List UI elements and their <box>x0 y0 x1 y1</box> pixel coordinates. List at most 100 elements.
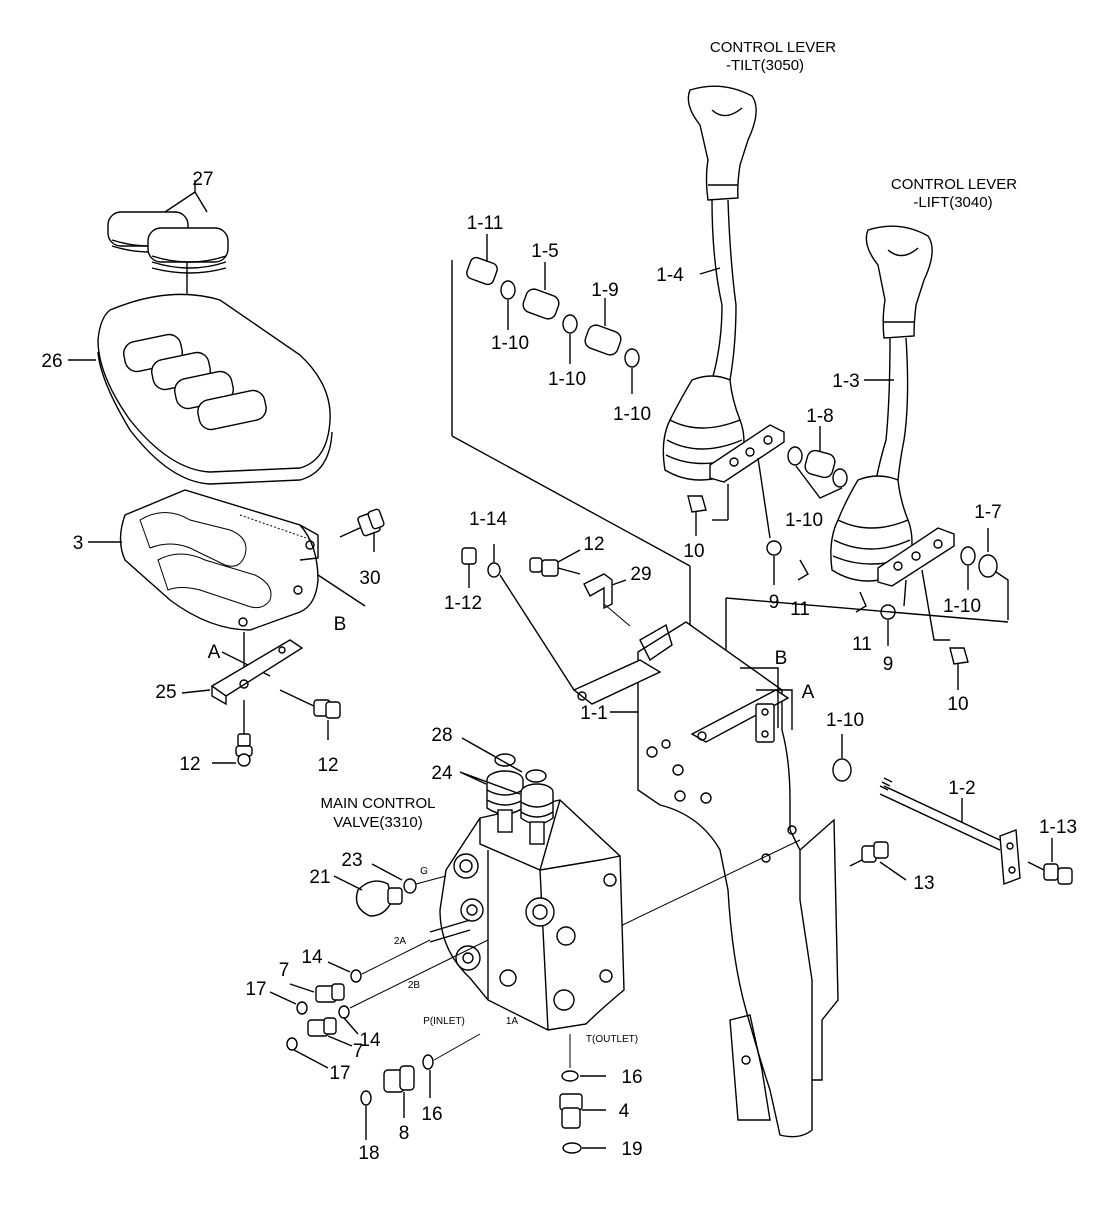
view-ref-b-left: B <box>334 614 347 635</box>
callout-29: 29 <box>630 564 651 585</box>
part-1-8-collar <box>804 449 836 479</box>
part-8-fitting <box>383 1065 415 1093</box>
port-1a-label: 1A <box>506 1016 519 1027</box>
part-28-seal-a <box>494 753 516 767</box>
callout-16-b: 16 <box>621 1067 642 1088</box>
callout-1-11: 1-11 <box>467 213 504 234</box>
callout-1-10-c: 1-10 <box>613 404 651 425</box>
callout-10-tilt: 10 <box>683 541 704 562</box>
part-1-10-washer-d <box>787 446 803 466</box>
part-28-seal-b <box>525 769 547 783</box>
callout-8: 8 <box>399 1123 410 1144</box>
part-3-base-plate <box>119 489 319 631</box>
part-14-o-ring-b <box>338 1005 350 1019</box>
mcv-caption-line1: MAIN CONTROL <box>320 795 435 812</box>
part-14-o-ring-a <box>350 969 362 983</box>
callout-30: 30 <box>359 568 380 589</box>
callout-7-b: 7 <box>353 1041 364 1062</box>
callout-1-4: 1-4 <box>656 265 684 286</box>
part-1-4-tilt-lever <box>662 85 757 481</box>
callout-1-2: 1-2 <box>948 778 975 799</box>
callout-12-upper: 12 <box>583 534 604 555</box>
callout-23: 23 <box>341 850 362 871</box>
lift-lever-caption-line1: CONTROL LEVER <box>891 176 1017 193</box>
callout-1-10-b: 1-10 <box>548 369 586 390</box>
callout-12-left: 12 <box>179 754 200 775</box>
callout-9-lift: 9 <box>883 654 894 675</box>
part-1-10-washer-a <box>500 280 516 300</box>
callout-27: 27 <box>192 169 213 190</box>
part-1-13-bolt <box>1027 861 1073 885</box>
tilt-lever-caption-line2: -TILT(3050) <box>726 57 804 74</box>
callout-1-10-a: 1-10 <box>491 333 529 354</box>
part-1-10-washer-e <box>832 468 848 488</box>
part-30-bolt <box>339 508 385 538</box>
port-2a-label: 2A <box>394 936 407 947</box>
part-10-pin-lift <box>949 647 969 665</box>
part-11-cotter-tilt <box>797 559 809 581</box>
part-1-10-washer-f <box>960 546 976 566</box>
callout-4: 4 <box>619 1101 630 1122</box>
part-7-fitting-a <box>315 983 345 1003</box>
part-19-o-ring <box>562 1142 582 1154</box>
callout-1-3: 1-3 <box>832 371 859 392</box>
part-1-1-bracket-assy <box>572 621 839 1138</box>
callout-1-1: 1-1 <box>580 703 607 724</box>
part-1-3-lift-lever <box>830 225 933 582</box>
callout-18: 18 <box>358 1143 379 1164</box>
port-2b-label: 2B <box>408 980 421 991</box>
lift-lever-link-plate <box>877 527 955 587</box>
callout-17-b: 17 <box>329 1063 350 1084</box>
callout-12-center: 12 <box>317 755 338 776</box>
tilt-lever-caption-line1: CONTROL LEVER <box>710 39 836 56</box>
tilt-lever-link-plate <box>709 424 785 483</box>
callout-1-14: 1-14 <box>469 509 507 530</box>
part-1-10-washer-c <box>624 348 640 368</box>
callout-28: 28 <box>431 725 452 746</box>
port-g-label: G <box>420 866 428 877</box>
part-1-2-shaft <box>879 777 1021 885</box>
port-outlet-label: T(OUTLET) <box>586 1034 638 1045</box>
part-1-7-bushing <box>978 554 998 578</box>
callout-11-lift: 11 <box>852 634 872 655</box>
part-13-bolt <box>849 841 889 867</box>
part-26-cover-plate <box>97 293 333 485</box>
callout-26: 26 <box>41 351 62 372</box>
part-27-grommets <box>107 211 229 274</box>
part-1-5-collar <box>522 288 560 320</box>
part-10-pin-tilt <box>687 495 707 513</box>
callout-1-9: 1-9 <box>591 280 618 301</box>
callout-1-13: 1-13 <box>1039 817 1077 838</box>
main-control-valve-body <box>429 799 625 1031</box>
part-25-bracket <box>210 639 304 706</box>
callout-7-a: 7 <box>279 960 290 981</box>
callout-25: 25 <box>155 682 176 703</box>
part-21-plug <box>355 880 403 917</box>
part-12-bolt-side <box>279 689 341 719</box>
view-ref-a-left: A <box>208 642 221 663</box>
part-7-fitting-b <box>307 1017 337 1037</box>
callout-17-a: 17 <box>245 979 266 1000</box>
part-4-fitting <box>559 1093 583 1129</box>
callout-1-5: 1-5 <box>531 241 558 262</box>
port-inlet-label: P(INLET) <box>423 1016 465 1027</box>
part-12-bolt-vertical <box>235 700 253 767</box>
callout-21: 21 <box>309 867 330 888</box>
callout-1-12: 1-12 <box>444 593 482 614</box>
lift-lever-caption-line2: -LIFT(3040) <box>913 194 992 211</box>
part-18-o-ring <box>360 1090 372 1106</box>
callout-1-10-f: 1-10 <box>826 710 864 731</box>
part-1-12-nut <box>461 547 477 565</box>
part-1-10-bushing-rod <box>832 758 852 782</box>
callout-10-lift: 10 <box>947 694 968 715</box>
view-ref-b-right: B <box>775 648 788 669</box>
part-29-clip <box>583 573 613 610</box>
callout-13: 13 <box>913 873 934 894</box>
callout-3: 3 <box>73 533 84 554</box>
mcv-caption-line2: VALVE(3310) <box>333 814 423 831</box>
callout-11-tilt: 11 <box>790 599 810 620</box>
part-24-valve-spools <box>486 770 554 845</box>
part-1-11-bushing <box>466 256 498 286</box>
callout-16-a: 16 <box>421 1104 442 1125</box>
